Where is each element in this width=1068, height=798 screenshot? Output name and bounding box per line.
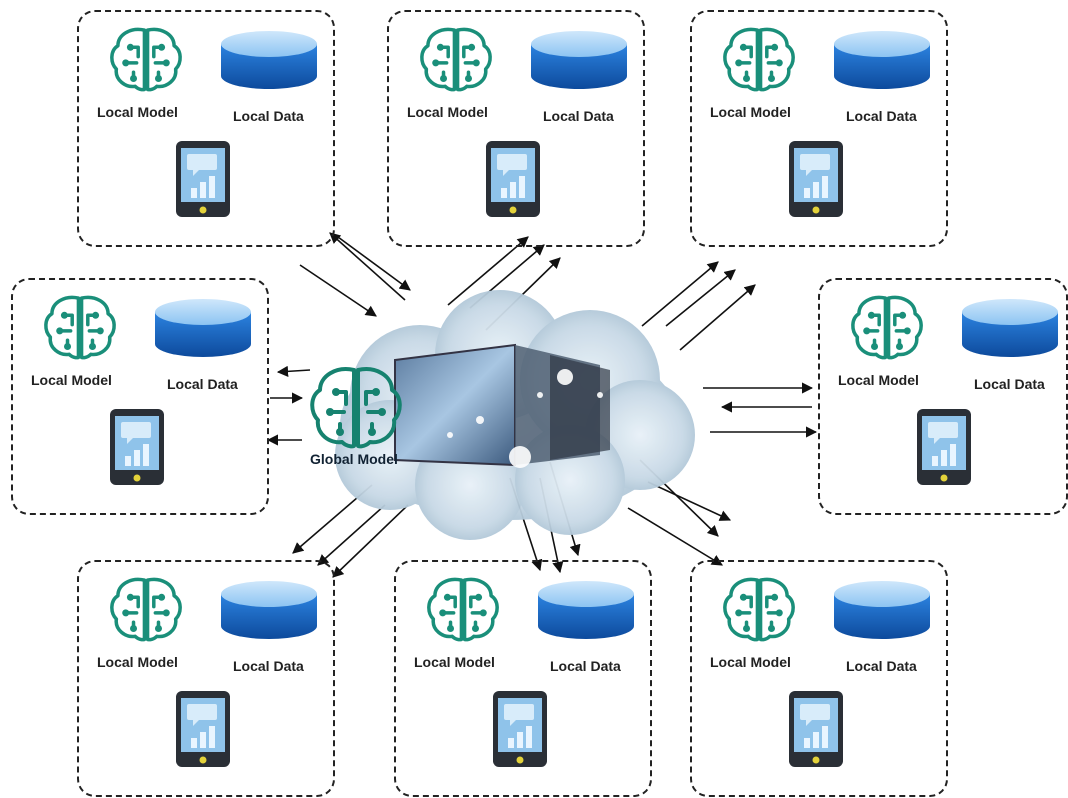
database-icon — [960, 298, 1060, 365]
local-model-label: Local Model — [838, 372, 919, 388]
brain-icon — [417, 22, 495, 101]
database-icon — [832, 30, 932, 97]
brain-icon — [41, 290, 119, 369]
phone-icon — [485, 140, 541, 223]
brain-icon — [107, 572, 185, 651]
arrow — [276, 365, 311, 377]
local-data-label: Local Data — [233, 108, 304, 124]
brain-icon — [848, 290, 926, 369]
arrow — [329, 232, 406, 301]
arrow — [317, 504, 386, 566]
database-icon — [219, 30, 319, 97]
phone-icon — [788, 690, 844, 773]
arrow — [641, 261, 719, 327]
database-icon — [832, 580, 932, 647]
phone-icon — [492, 690, 548, 773]
local-data-label: Local Data — [846, 108, 917, 124]
server-rack-icon — [394, 343, 610, 467]
local-data-label: Local Data — [233, 658, 304, 674]
local-model-label: Local Model — [407, 104, 488, 120]
phone-icon — [788, 140, 844, 223]
database-icon — [153, 298, 253, 365]
local-model-label: Local Model — [97, 104, 178, 120]
client-node: Local Model Local Data — [690, 560, 948, 797]
local-data-label: Local Data — [167, 376, 238, 392]
client-node: Local Model Local Data — [11, 278, 269, 515]
arrow — [665, 269, 736, 327]
local-model-label: Local Model — [31, 372, 112, 388]
phone-icon — [175, 140, 231, 223]
local-data-label: Local Data — [550, 658, 621, 674]
global-brain-icon — [310, 367, 402, 449]
arrow — [337, 236, 411, 291]
phone-icon — [916, 408, 972, 491]
arrow — [332, 504, 409, 578]
database-icon — [219, 580, 319, 647]
brain-icon — [107, 22, 185, 101]
brain-icon — [720, 22, 798, 101]
phone-icon — [175, 690, 231, 773]
global-model-label: Global Model — [310, 451, 398, 467]
arrow — [647, 481, 732, 521]
brain-icon — [424, 572, 502, 651]
client-node: Local Model Local Data — [690, 10, 948, 247]
client-node: Local Model Local Data — [394, 560, 652, 797]
client-node: Local Model Local Data — [387, 10, 645, 247]
local-model-label: Local Model — [710, 654, 791, 670]
arrow — [627, 507, 723, 566]
phone-icon — [109, 408, 165, 491]
database-icon — [529, 30, 629, 97]
local-data-label: Local Data — [543, 108, 614, 124]
arrow — [679, 284, 756, 351]
client-node: Local Model Local Data — [818, 278, 1068, 515]
client-node: Local Model Local Data — [77, 10, 335, 247]
local-data-label: Local Data — [846, 658, 917, 674]
local-data-label: Local Data — [974, 376, 1045, 392]
local-model-label: Local Model — [414, 654, 495, 670]
arrow — [447, 236, 529, 306]
local-model-label: Local Model — [710, 104, 791, 120]
arrow — [299, 264, 377, 317]
client-node: Local Model Local Data — [77, 560, 335, 797]
brain-icon — [720, 572, 798, 651]
database-icon — [536, 580, 636, 647]
cloud-server-image — [335, 290, 695, 540]
local-model-label: Local Model — [97, 654, 178, 670]
